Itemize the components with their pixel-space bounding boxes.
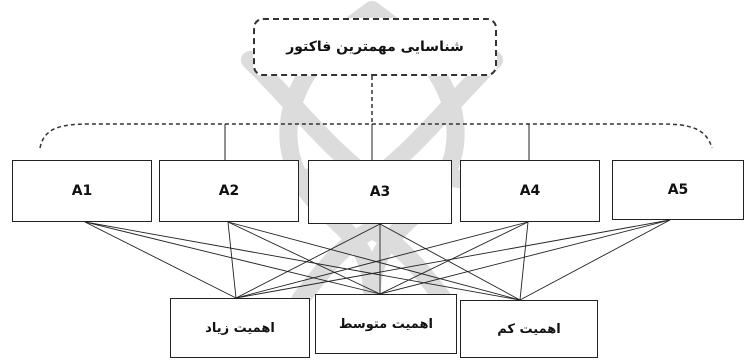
alternative-node-a2: A2: [159, 160, 299, 222]
link-a1-high: [84, 221, 237, 299]
link-a4-low: [519, 221, 529, 301]
alternative-label: A2: [218, 183, 240, 199]
link-a1-low: [84, 221, 521, 301]
alternative-criteria-links: [84, 219, 671, 301]
link-a1-medium: [84, 221, 381, 295]
link-a5-medium: [379, 219, 671, 295]
goal-label: شناسایی مهمترین فاکتور: [286, 39, 464, 55]
link-a4-medium: [379, 221, 529, 295]
alternative-node-a5: A5: [612, 160, 744, 220]
alternative-node-a1: A1: [12, 160, 152, 222]
link-a4-high: [235, 221, 529, 299]
link-a5-high: [235, 219, 671, 299]
criterion-node-high: اهمیت زیاد: [170, 298, 310, 358]
alternative-label: A1: [71, 183, 93, 199]
dashed-bracket: [39, 123, 713, 149]
criterion-label: اهمیت کم: [497, 321, 561, 337]
alternative-node-a4: A4: [460, 160, 600, 222]
alternative-label: A5: [667, 182, 689, 198]
criterion-label: اهمیت متوسط: [339, 316, 433, 332]
link-a5-low: [519, 219, 671, 301]
criterion-node-medium: اهمیت متوسط: [315, 294, 457, 354]
link-a2-medium: [227, 221, 381, 295]
link-a3-high: [235, 223, 381, 299]
alternative-label: A4: [519, 183, 541, 199]
link-a2-low: [227, 221, 521, 301]
alternative-label: A3: [369, 184, 391, 200]
criterion-node-low: اهمیت کم: [460, 300, 598, 358]
criterion-label: اهمیت زیاد: [205, 320, 275, 336]
link-a3-low: [379, 223, 521, 301]
goal-node: شناسایی مهمترین فاکتور: [253, 18, 497, 76]
link-a2-high: [227, 221, 237, 299]
alternative-node-a3: A3: [308, 160, 452, 224]
